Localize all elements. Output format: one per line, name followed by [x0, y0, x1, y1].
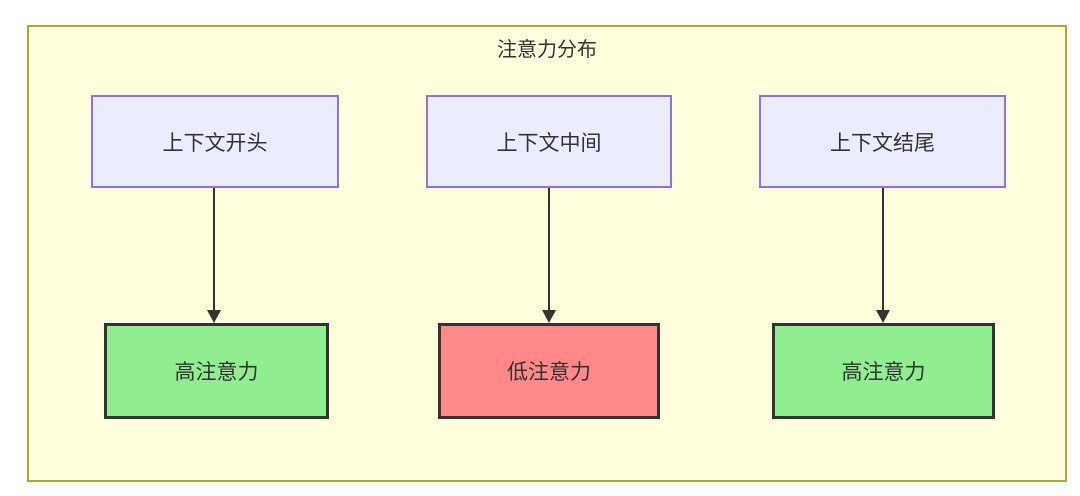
down-arrow-connector-1 [207, 188, 221, 323]
node-high-attention-left: 高注意力 [104, 323, 329, 419]
down-arrow-connector-2 [542, 188, 556, 323]
node-label: 低注意力 [507, 361, 591, 384]
node-label: 高注意力 [841, 361, 926, 384]
node-label: 上下文结尾 [830, 131, 935, 155]
diagram-title: 注意力分布 [497, 39, 597, 61]
node-context-beginning: 上下文开头 [91, 95, 339, 188]
node-context-end: 上下文结尾 [759, 95, 1006, 188]
node-label: 上下文开头 [162, 131, 268, 155]
node-label: 上下文中间 [496, 131, 602, 155]
node-low-attention-middle: 低注意力 [438, 323, 660, 419]
down-arrow-connector-3 [876, 188, 890, 323]
node-high-attention-right: 高注意力 [772, 323, 995, 419]
node-context-middle: 上下文中间 [426, 95, 672, 188]
node-label: 高注意力 [174, 361, 259, 384]
attention-distribution-container: 注意力分布 上下文开头 高注意力 上下文中间 低注意力 上下文结尾 [27, 25, 1067, 482]
